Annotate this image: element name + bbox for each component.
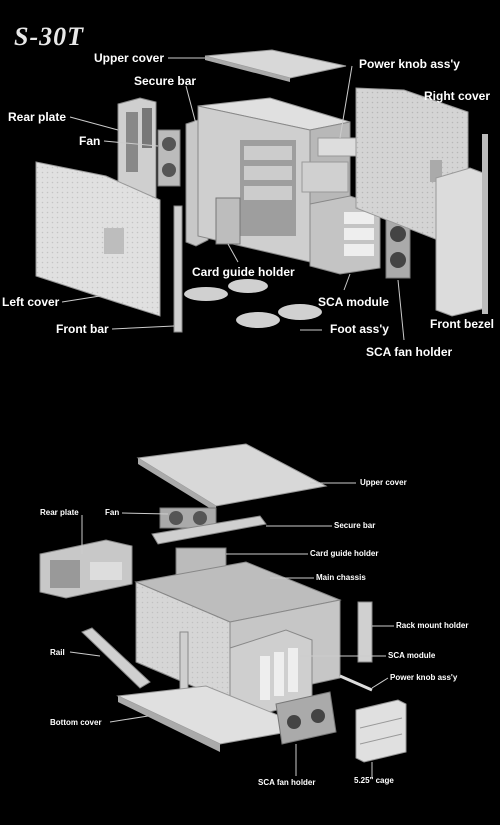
bottom-upper-cover-part (136, 443, 328, 512)
top-front-bar-part (173, 205, 183, 333)
label-bottom-power-knob: Power knob ass'y (390, 673, 458, 682)
label-bottom-card-guide-holder: Card guide holder (310, 549, 379, 558)
label-top-upper-cover: Upper cover (94, 51, 165, 65)
label-top-fan: Fan (79, 134, 101, 148)
label-top-card-guide-holder: Card guide holder (192, 265, 295, 279)
label-bottom-bottom-cover: Bottom cover (50, 718, 102, 727)
label-bottom-rail: Rail (50, 648, 65, 657)
top-feet-part (184, 279, 322, 328)
label-top-foot-assy: Foot ass'y (330, 322, 389, 336)
label-bottom-sca-module: SCA module (388, 651, 436, 660)
label-bottom-main-chassis: Main chassis (316, 573, 366, 582)
label-top-sca-fan-holder: SCA fan holder (366, 345, 453, 359)
top-rear-plate-part (117, 97, 157, 207)
top-front-bezel-part (435, 134, 488, 317)
label-top-left-cover: Left cover (2, 295, 60, 309)
bottom-secure-bar-part (151, 515, 267, 545)
label-top-right-cover: Right cover (424, 89, 491, 103)
bottom-cage-part (355, 699, 407, 763)
label-top-front-bezel: Front bezel (430, 317, 495, 331)
top-upper-cover-part (204, 49, 347, 82)
top-fan-part (157, 129, 181, 187)
label-bottom-rear-plate: Rear plate (40, 508, 79, 517)
label-bottom-cage: 5.25" cage (354, 776, 394, 785)
label-bottom-upper-cover: Upper cover (360, 478, 407, 487)
label-top-secure-bar: Secure bar (134, 74, 197, 88)
top-sca-module-part (309, 195, 381, 275)
label-top-front-bar: Front bar (56, 322, 109, 336)
label-bottom-secure-bar: Secure bar (334, 521, 376, 530)
bottom-rack-mount-part (357, 601, 373, 663)
diagram-title: S-30T (14, 22, 84, 51)
label-top-power-knob: Power knob ass'y (359, 57, 460, 71)
bottom-rear-plate-part (39, 539, 133, 599)
bottom-power-knob-part (339, 674, 373, 692)
top-leader-lines (61, 57, 405, 341)
label-bottom-sca-fan-holder: SCA fan holder (258, 778, 316, 787)
top-left-cover-part (35, 161, 161, 317)
label-top-rear-plate: Rear plate (8, 110, 67, 124)
label-bottom-fan: Fan (105, 508, 120, 517)
label-top-sca-module: SCA module (318, 295, 389, 309)
bottom-rail-part (81, 627, 151, 689)
bottom-sca-fan-holder-part (275, 691, 337, 745)
bottom-leader-lines (69, 482, 394, 778)
top-card-guide-part (215, 197, 241, 245)
label-bottom-rack-mount-holder: Rack mount holder (396, 621, 469, 630)
